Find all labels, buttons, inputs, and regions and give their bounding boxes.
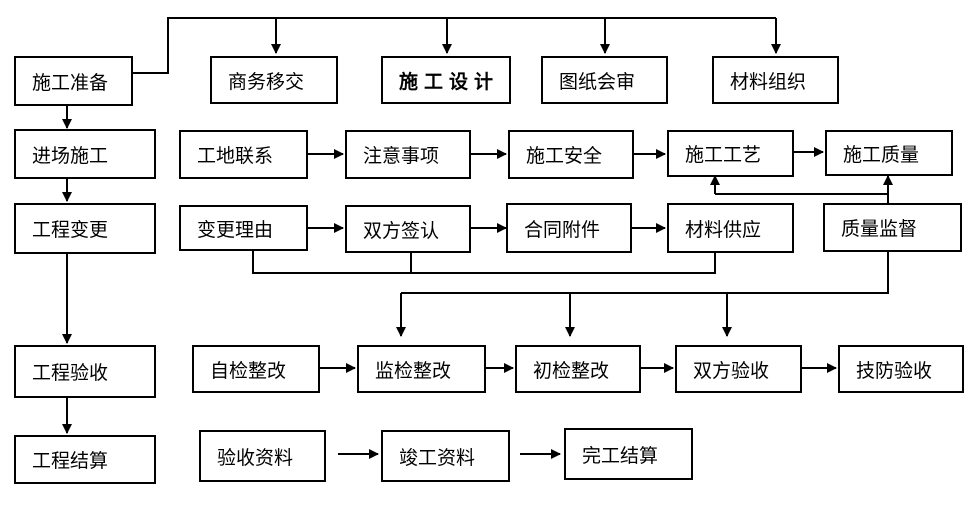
node-precautions: 注意事项	[345, 130, 471, 179]
node-construction-design: 施工设计	[381, 56, 511, 104]
node-contract-attach: 合同附件	[506, 203, 632, 253]
node-change-reason: 变更理由	[179, 205, 308, 251]
node-business-transfer: 商务移交	[210, 56, 338, 104]
node-settlement: 工程结算	[14, 435, 156, 484]
node-completion-docs: 竣工资料	[381, 430, 510, 482]
node-material-supply: 材料供应	[667, 203, 794, 253]
node-acceptance: 工程验收	[14, 345, 156, 398]
node-final-settlement: 完工结算	[564, 428, 693, 480]
connector-supervision-down	[401, 252, 889, 294]
connector-prep-to-top-bus	[133, 17, 776, 74]
node-joint-acceptance: 双方验收	[675, 345, 802, 393]
node-technical-acceptance: 技防验收	[838, 345, 964, 393]
node-site-contact: 工地联系	[179, 130, 308, 179]
node-quality-supervision: 质量监督	[823, 203, 962, 252]
node-initial-check: 初检整改	[515, 345, 641, 393]
node-material-org: 材料组织	[712, 56, 839, 104]
node-construction-process: 施工工艺	[667, 130, 794, 177]
node-site-entry: 进场施工	[14, 129, 156, 179]
node-drawing-review: 图纸会审	[541, 56, 668, 104]
node-construction-safety: 施工安全	[508, 130, 634, 179]
node-acceptance-docs: 验收资料	[199, 430, 326, 482]
node-supervision-check: 监检整改	[357, 345, 486, 393]
node-self-check: 自检整改	[192, 345, 320, 393]
node-change: 工程变更	[14, 203, 156, 254]
node-prep: 施工准备	[14, 56, 133, 106]
node-joint-sign: 双方签认	[345, 205, 471, 253]
node-construction-quality: 施工质量	[825, 130, 953, 176]
connector-row3-bus	[252, 251, 716, 274]
